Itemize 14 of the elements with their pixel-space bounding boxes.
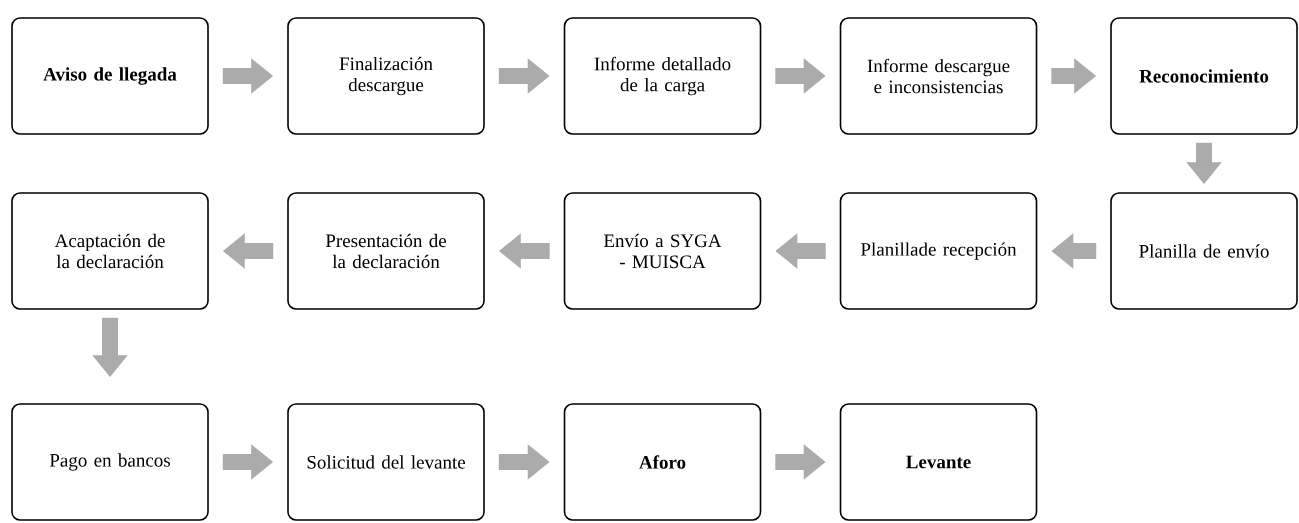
process-box: Finalización descargue (287, 17, 485, 135)
process-box: Envío a SYGA - MUISCA (563, 192, 762, 310)
process-box: Planilla de envío (1110, 192, 1298, 310)
process-box: Acaptación de la declaración (11, 192, 209, 310)
process-box: Aforo (563, 403, 762, 521)
process-box: Planillade recepción (839, 192, 1038, 310)
process-box: Levante (839, 403, 1038, 521)
process-box: Pago en bancos (11, 403, 209, 521)
process-box: Informe detallado de la carga (563, 17, 762, 135)
process-box: Aviso de llegada (11, 17, 209, 135)
process-box: Reconocimiento (1110, 17, 1298, 135)
process-box: Solicitud del levante (287, 403, 485, 521)
process-box: Informe descargue e inconsistencias (839, 17, 1038, 135)
process-box: Presentación de la declaración (287, 192, 485, 310)
